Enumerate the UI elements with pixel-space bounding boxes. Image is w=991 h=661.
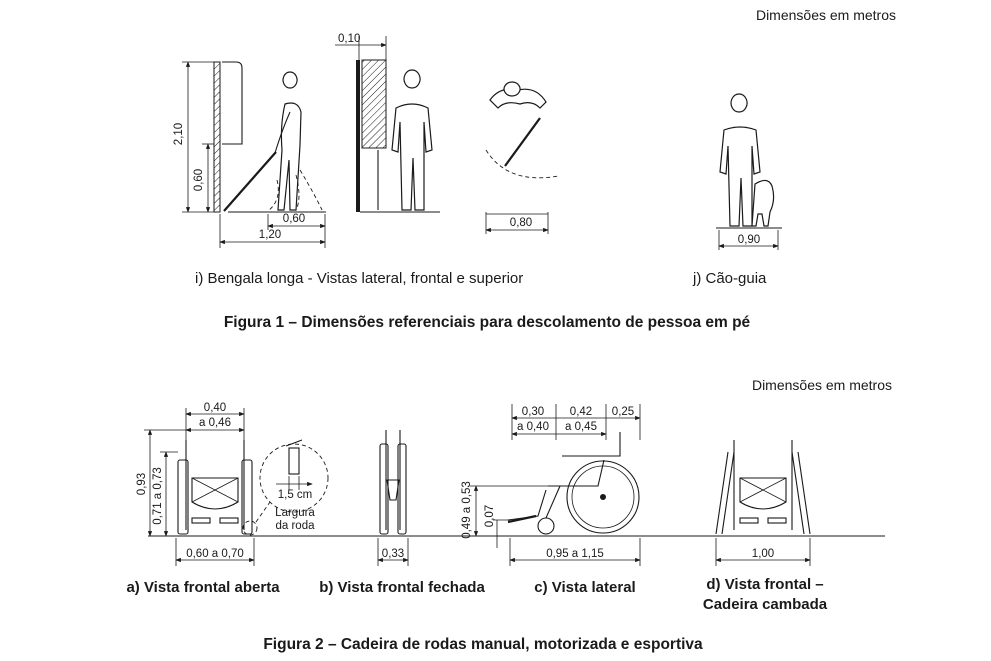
caption-front-closed: b) Vista frontal fechada bbox=[319, 579, 485, 596]
cane-side-view: 2,10 0,60 0,60 1,20 bbox=[173, 61, 326, 248]
wheelchair-lateral: 0,30 a 0,40 0,42 a 0,45 0,25 0,49 a 0,53… bbox=[461, 404, 641, 566]
wheelchair-front-open: 0,40 a 0,46 0,93 0,71 a 0,73 0,60 a 0,70… bbox=[136, 402, 329, 566]
dim-wall-projection: 0,10 bbox=[338, 33, 360, 45]
dim-height-total: 2,10 bbox=[173, 123, 185, 145]
dim-height-armrest: 0,71 a 0,73 bbox=[152, 467, 164, 525]
dim-height-low: 0,60 bbox=[193, 169, 205, 191]
caption-long-cane: i) Bengala longa - Vistas lateral, front… bbox=[195, 270, 523, 287]
dim-cambered-width: 1,00 bbox=[752, 548, 774, 560]
dim-seat-height: 0,49 a 0,53 bbox=[461, 481, 473, 539]
dim-top-sweep: 0,80 bbox=[510, 217, 532, 229]
dim-guide-dog-width: 0,90 bbox=[738, 234, 760, 246]
fig2-units-note: Dimensões em metros bbox=[752, 377, 892, 393]
dim-side-b-bottom: a 0,45 bbox=[565, 421, 597, 433]
caption-lateral: c) Vista lateral bbox=[534, 579, 635, 596]
wheelchair-front-closed: 0,33 bbox=[377, 430, 409, 566]
caption-guide-dog: j) Cão-guia bbox=[692, 270, 767, 287]
cane-front-view: 0,10 bbox=[335, 33, 440, 213]
dim-closed-width: 0,33 bbox=[382, 548, 404, 560]
dim-seat-width-bottom: a 0,46 bbox=[199, 417, 231, 429]
caption-front-cambered-line1: d) Vista frontal – bbox=[706, 576, 823, 593]
fig1-units-note: Dimensões em metros bbox=[756, 7, 896, 23]
dim-height-total: 0,93 bbox=[136, 473, 148, 495]
dim-side-a-bottom: a 0,40 bbox=[517, 421, 549, 433]
dim-side-b-top: 0,42 bbox=[570, 406, 592, 418]
dim-open-width: 0,60 a 0,70 bbox=[186, 548, 244, 560]
wheelchair-front-cambered: 1,00 bbox=[715, 440, 811, 566]
dim-side-a-top: 0,30 bbox=[522, 406, 544, 418]
dim-sweep-total: 1,20 bbox=[259, 229, 281, 241]
dim-footrest-height: 0,07 bbox=[484, 505, 496, 527]
wheel-label-line2: da roda bbox=[275, 520, 315, 532]
guide-dog-view: 0,90 bbox=[716, 93, 782, 250]
dim-wheel-width: 1,5 cm bbox=[278, 489, 313, 501]
figure2-title: Figura 2 – Cadeira de rodas manual, moto… bbox=[263, 636, 703, 653]
dim-side-c: 0,25 bbox=[612, 406, 634, 418]
dim-seat-width-top: 0,40 bbox=[204, 402, 226, 414]
caption-front-open: a) Vista frontal aberta bbox=[126, 579, 280, 596]
caption-front-cambered-line2: Cadeira cambada bbox=[703, 596, 828, 613]
figure1-title: Figura 1 – Dimensões referenciais para d… bbox=[224, 314, 751, 331]
dim-sweep-small: 0,60 bbox=[283, 213, 305, 225]
dim-length: 0,95 a 1,15 bbox=[546, 548, 604, 560]
cane-top-view: 0,80 bbox=[485, 81, 559, 234]
wheel-label-line1: Largura bbox=[275, 507, 315, 519]
